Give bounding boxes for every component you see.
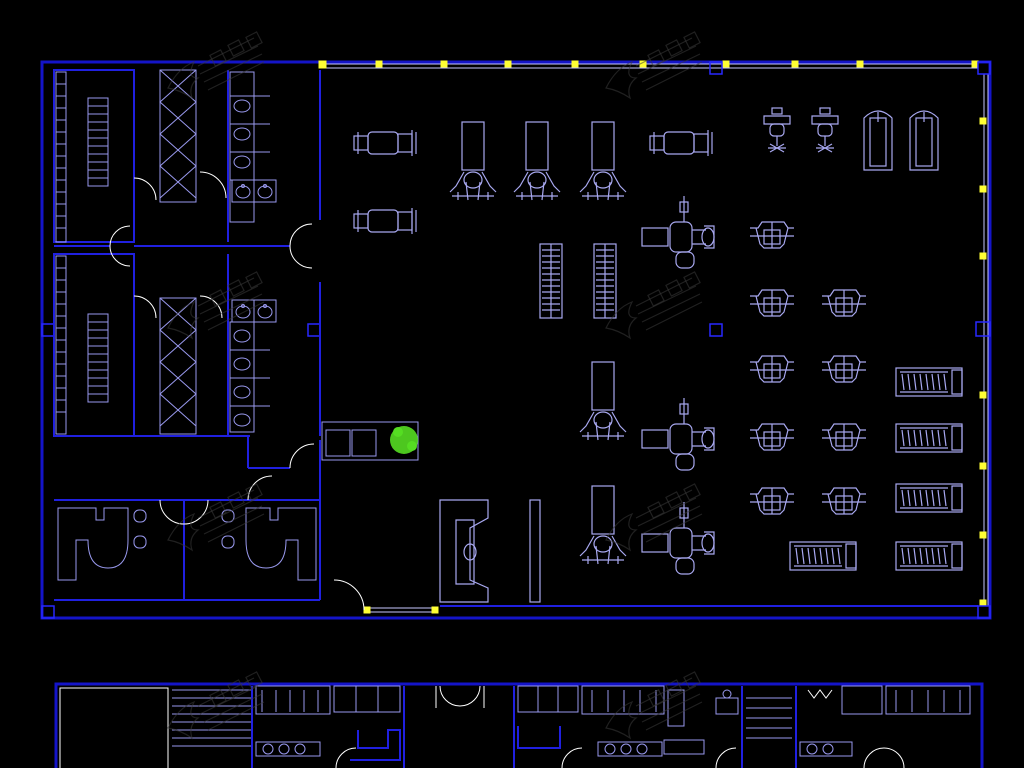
- toilets-lower: [229, 299, 277, 433]
- locker-rooms: [53, 69, 321, 601]
- toilets-upper: [229, 71, 277, 223]
- exercise-bikes: [353, 129, 713, 235]
- lower-plan: [54, 682, 984, 768]
- multi-gyms: [449, 121, 627, 565]
- ab-machines: [749, 221, 867, 515]
- weight-racks: [539, 243, 617, 319]
- lounge: [321, 421, 419, 461]
- outer-walls: [40, 60, 992, 620]
- treadmills: [789, 110, 963, 571]
- doors: [109, 171, 365, 611]
- bath-fixtures: [57, 507, 317, 581]
- stools: [763, 107, 839, 153]
- columns: [41, 60, 991, 619]
- reception-desk: [439, 499, 541, 603]
